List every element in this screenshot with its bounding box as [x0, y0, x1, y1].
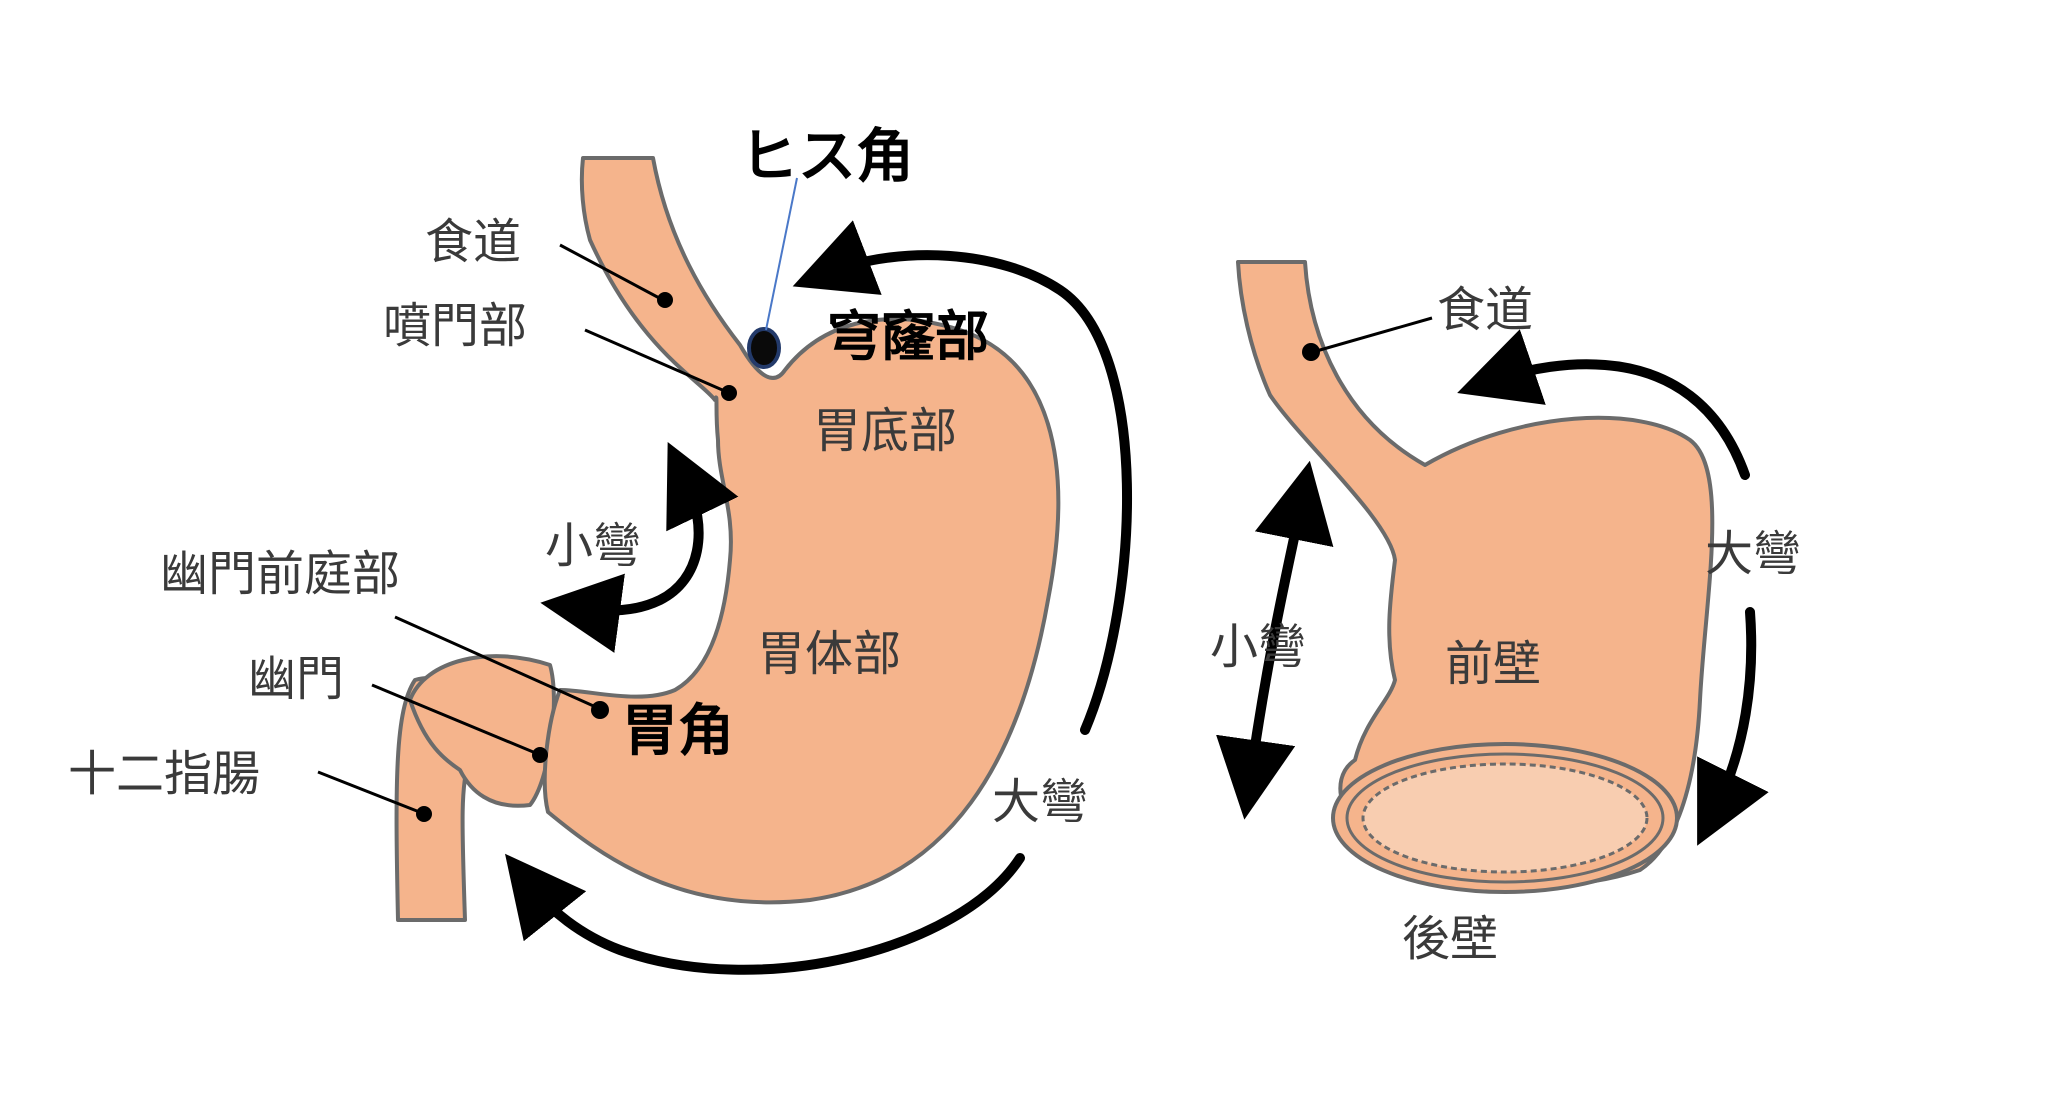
label-duodenum: 十二指腸	[68, 746, 260, 802]
antrum-dot	[591, 701, 609, 719]
lesser-curvature-arrow	[540, 441, 739, 653]
label-angular-notch: 胃角	[622, 699, 734, 764]
label-fundus: 胃底部	[813, 403, 957, 459]
pylorus-dot	[532, 747, 548, 763]
label-anterior-wall: 前壁	[1445, 636, 1541, 692]
right-esophagus-dot	[1302, 343, 1320, 361]
antrum-leader	[394, 615, 599, 710]
duodenum-dot	[416, 806, 432, 822]
label-right-lesser-curvature: 小彎	[1210, 619, 1306, 675]
label-lesser-curvature: 小彎	[545, 518, 641, 574]
greater-curvature-arrow-lower	[505, 853, 1025, 975]
label-body: 胃体部	[757, 626, 901, 682]
pylorus-leader	[371, 683, 539, 756]
stomach-shape	[542, 156, 1061, 905]
his-angle-pointer	[765, 177, 798, 331]
label-posterior-wall: 後壁	[1402, 911, 1498, 967]
right-greater-curvature-arrow-lower	[1697, 607, 1769, 846]
right-stomach	[1216, 260, 1769, 894]
left-stomach	[317, 156, 1133, 975]
duodenum-leader	[317, 770, 423, 815]
esophagus-dot	[657, 292, 673, 308]
label-his-angle: ヒス角	[740, 122, 914, 190]
label-right-esophagus: 食道	[1437, 282, 1533, 338]
cardia-leader	[584, 328, 728, 394]
cardia-dot	[721, 385, 737, 401]
label-pylorus: 幽門	[248, 651, 344, 707]
label-right-greater-curvature: 大彎	[1705, 526, 1801, 582]
his-angle-marker	[747, 327, 781, 369]
label-cardia: 噴門部	[383, 298, 527, 354]
right-esophagus-leader	[1312, 316, 1433, 354]
lumen-inner	[1361, 762, 1649, 874]
right-lesser-curvature-arrow	[1216, 460, 1334, 820]
greater-curvature-arrow-upper	[792, 220, 1133, 735]
lumen-ring	[1345, 752, 1665, 884]
right-greater-curvature-arrow-upper	[1457, 329, 1750, 480]
label-greater-curvature: 大彎	[992, 774, 1088, 830]
label-pyloric-antrum: 幽門前庭部	[160, 546, 400, 602]
label-esophagus: 食道	[425, 214, 521, 270]
label-fornix: 穹窿部	[827, 305, 989, 368]
esophagus-leader	[559, 243, 664, 302]
